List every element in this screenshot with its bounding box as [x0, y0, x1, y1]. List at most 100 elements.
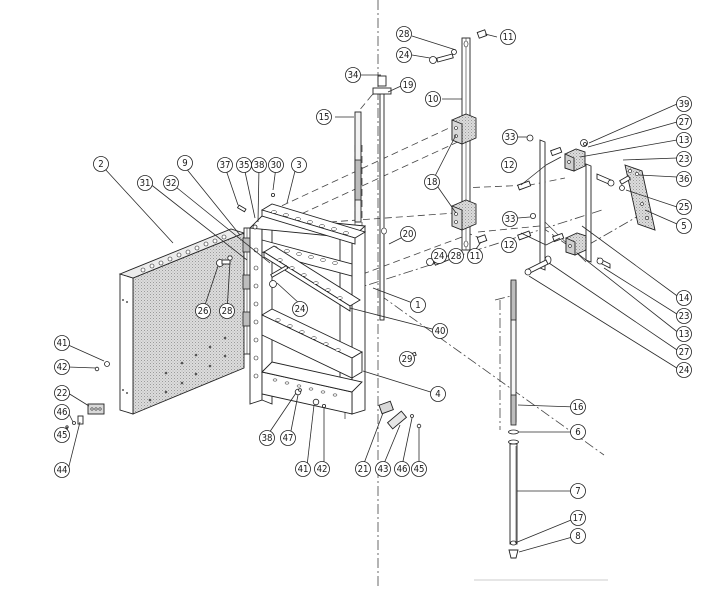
callout-16: 16 — [570, 399, 586, 415]
callout-label: 26 — [198, 306, 209, 317]
callout-label: 18 — [427, 177, 438, 188]
callout-28: 28 — [396, 26, 412, 42]
callout-circle — [177, 155, 193, 171]
callout-label: 37 — [220, 160, 231, 171]
callout-circle — [676, 151, 692, 167]
callout-label: 36 — [679, 174, 690, 185]
callout-circle — [410, 297, 426, 313]
callout-label: 41 — [57, 338, 68, 349]
door-face-holes — [122, 299, 227, 402]
callout-circle — [425, 91, 441, 107]
callout-circle — [375, 461, 391, 477]
callout-4: 4 — [430, 386, 446, 402]
callout-circle — [268, 157, 284, 173]
callout-circle — [467, 248, 483, 264]
callout-19: 19 — [400, 77, 416, 93]
lower-channel-box — [261, 308, 363, 379]
callout-label: 23 — [679, 154, 690, 165]
callout-36: 36 — [676, 171, 692, 187]
callout-label: 35 — [239, 160, 250, 171]
callout-label: 44 — [57, 465, 68, 476]
callout-label: 2 — [98, 159, 103, 170]
callout-circle — [280, 430, 296, 446]
callout-circle — [430, 386, 446, 402]
callout-3: 3 — [291, 157, 307, 173]
bracket-block-upper — [564, 148, 586, 172]
callout-circle — [676, 308, 692, 324]
callout-38: 38 — [251, 157, 267, 173]
callout-label: 40 — [435, 326, 446, 337]
callout-circle — [570, 424, 586, 440]
callout-circle — [195, 303, 211, 319]
bar-clamp-block-upper — [451, 113, 477, 145]
callout-46: 46 — [394, 461, 410, 477]
callout-28: 28 — [448, 248, 464, 264]
callout-38: 38 — [259, 430, 275, 446]
callout-label: 6 — [575, 427, 580, 438]
callout-circle — [676, 132, 692, 148]
callout-30: 30 — [268, 157, 284, 173]
callout-label: 28 — [399, 29, 410, 40]
callout-circle — [431, 248, 447, 264]
callout-33: 33 — [502, 129, 518, 145]
callout-43: 43 — [375, 461, 391, 477]
callout-circle — [251, 157, 267, 173]
callout-circle — [396, 47, 412, 63]
callout-label: 33 — [505, 132, 516, 143]
callout-label: 20 — [403, 229, 414, 240]
callout-24: 24 — [676, 362, 692, 378]
callout-label: 45 — [57, 430, 68, 441]
callout-31: 31 — [137, 175, 153, 191]
callout-circle — [570, 399, 586, 415]
callout-label: 1 — [415, 300, 420, 311]
callout-circle — [219, 303, 235, 319]
callout-label: 11 — [470, 251, 481, 262]
callout-10: 10 — [425, 91, 441, 107]
callout-label: 38 — [254, 160, 265, 171]
callout-label: 31 — [140, 178, 151, 189]
callout-circle — [676, 114, 692, 130]
callout-circle — [676, 171, 692, 187]
callout-label: 4 — [435, 389, 440, 400]
callout-24: 24 — [431, 248, 447, 264]
callout-22: 22 — [54, 385, 70, 401]
callout-label: 12 — [504, 160, 515, 171]
bar-clamp-block-lower — [451, 199, 477, 231]
callout-label: 24 — [679, 365, 690, 376]
callout-label: 13 — [679, 135, 690, 146]
callout-label: 7 — [575, 486, 580, 497]
callout-12: 12 — [501, 157, 517, 173]
callout-label: 11 — [503, 32, 514, 43]
callout-39: 39 — [676, 96, 692, 112]
callout-circle — [570, 510, 586, 526]
callout-27: 27 — [676, 344, 692, 360]
callout-circle — [676, 199, 692, 215]
callout-label: 32 — [166, 178, 177, 189]
callout-circle — [399, 351, 415, 367]
bracket-block-lower — [565, 232, 587, 256]
callout-label: 42 — [57, 362, 68, 373]
callout-2: 2 — [93, 156, 109, 172]
callout-circle — [259, 430, 275, 446]
right-bracket-assembly — [517, 134, 656, 276]
callout-label: 39 — [679, 99, 690, 110]
callout-circle — [316, 109, 332, 125]
callout-circle — [411, 461, 427, 477]
vertical-bar — [451, 37, 477, 251]
callout-14: 14 — [676, 290, 692, 306]
callout-label: 46 — [57, 407, 68, 418]
callout-label: 8 — [575, 531, 580, 542]
callout-circle — [570, 483, 586, 499]
callout-label: 5 — [681, 221, 686, 232]
callout-9: 9 — [177, 155, 193, 171]
callout-17: 17 — [570, 510, 586, 526]
callout-41: 41 — [295, 461, 311, 477]
callout-label: 23 — [679, 311, 690, 322]
callout-20: 20 — [400, 226, 416, 242]
callout-circle — [345, 67, 361, 83]
callout-circle — [54, 462, 70, 478]
callout-label: 46 — [397, 464, 408, 475]
vertical-rods — [354, 75, 392, 321]
